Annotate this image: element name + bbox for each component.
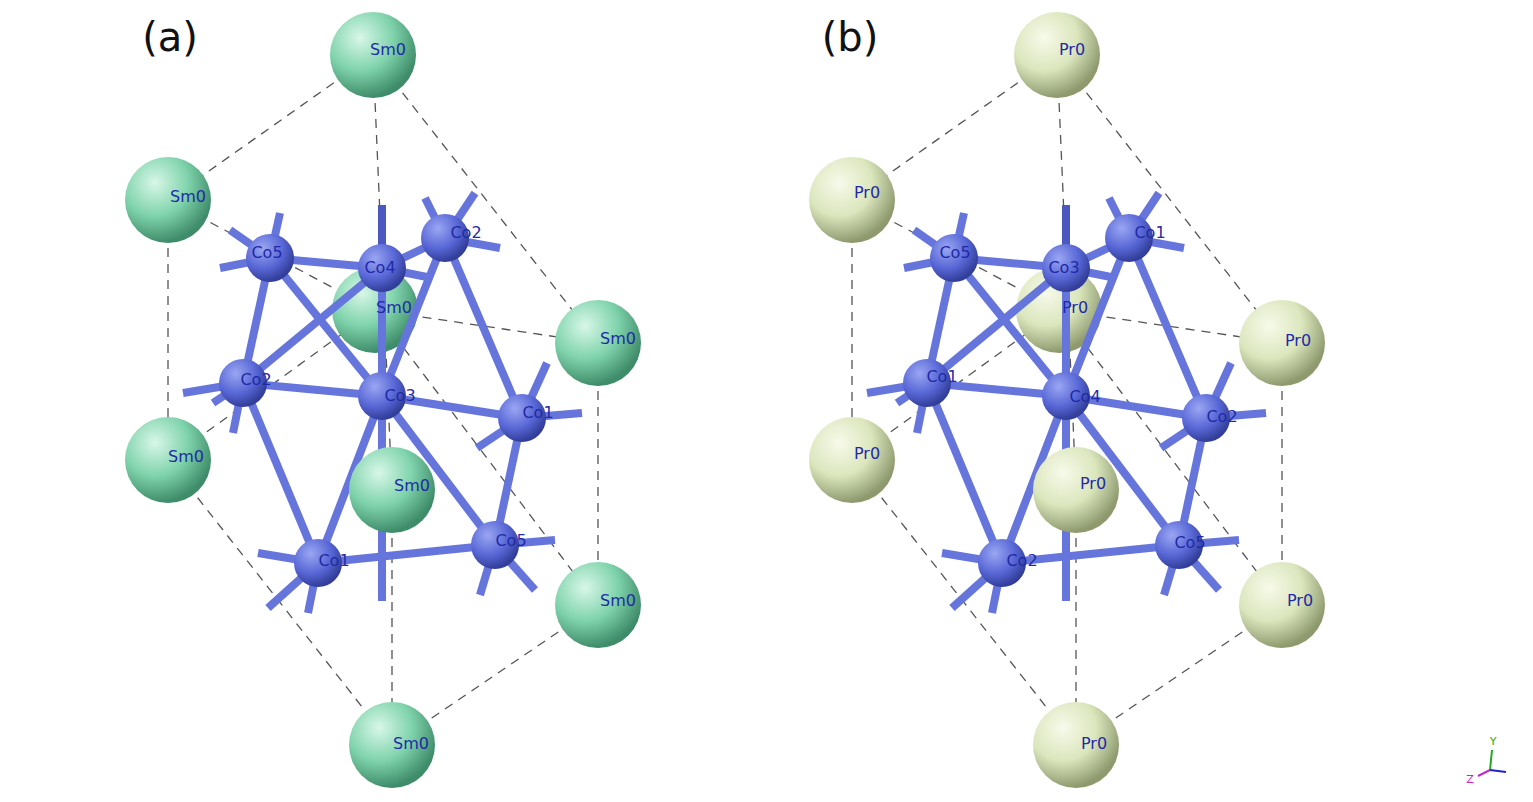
co-bond xyxy=(243,383,318,563)
atom-label: Co4 xyxy=(1069,389,1100,405)
rare-earth-atom xyxy=(349,702,435,788)
atom-label: Sm0 xyxy=(393,736,429,752)
atom-label: Co2 xyxy=(240,372,271,388)
atom-label: Co3 xyxy=(384,388,415,404)
atom-label: Co1 xyxy=(318,553,349,569)
rare-earth-atom xyxy=(1014,12,1100,98)
co-bond xyxy=(927,383,1002,563)
axis-label: Y xyxy=(1490,736,1497,747)
rare-earth-atom xyxy=(1239,562,1325,648)
atom-label: Pr0 xyxy=(1081,736,1107,752)
atom-label: Co2 xyxy=(450,225,481,241)
co-atom xyxy=(930,234,978,282)
rare-earth-atom xyxy=(1033,447,1119,533)
atom-label: Sm0 xyxy=(370,42,406,58)
atom-label: Co1 xyxy=(926,369,957,385)
rare-earth-atom xyxy=(349,447,435,533)
rare-earth-atom xyxy=(125,157,211,243)
rare-earth-atom xyxy=(125,417,211,503)
atom-label: Pr0 xyxy=(854,185,880,201)
atom-label: Sm0 xyxy=(170,189,206,205)
atom-label: Sm0 xyxy=(600,331,636,347)
co-atom xyxy=(1042,244,1090,292)
atom-label: Co5 xyxy=(495,533,526,549)
atom-label: Co1 xyxy=(522,405,553,421)
co-bond xyxy=(445,238,522,418)
co-atom xyxy=(246,234,294,282)
atom-label: Pr0 xyxy=(1080,476,1106,492)
co-atom xyxy=(358,244,406,292)
atom-label: Co4 xyxy=(364,260,395,276)
atom-label: Co5 xyxy=(251,245,282,261)
co-bond xyxy=(243,268,382,383)
co-bond xyxy=(1129,238,1206,418)
atom-label: Co1 xyxy=(1134,225,1165,241)
rare-earth-atom xyxy=(1033,702,1119,788)
atom-label: Sm0 xyxy=(168,449,204,465)
rare-earth-atom xyxy=(330,12,416,98)
atom-label: Sm0 xyxy=(394,478,430,494)
axis-triad xyxy=(1478,750,1506,776)
atom-label: Pr0 xyxy=(1059,42,1085,58)
atom-label: Pr0 xyxy=(854,446,880,462)
co-bond xyxy=(927,268,1066,383)
atom-label: Sm0 xyxy=(600,593,636,609)
rare-earth-atom xyxy=(1239,300,1325,386)
atom-label: Co5 xyxy=(1174,535,1205,551)
atom-label: Pr0 xyxy=(1062,300,1088,316)
atom-label: Co5 xyxy=(939,245,970,261)
unit-cell-edge xyxy=(373,55,598,343)
atom-label: Co3 xyxy=(1048,260,1079,276)
rare-earth-atom xyxy=(809,157,895,243)
panel-label: (a) xyxy=(142,17,198,57)
atom-label: Co2 xyxy=(1006,553,1037,569)
atom-label: Pr0 xyxy=(1287,593,1313,609)
axis-label: Z xyxy=(1466,774,1474,785)
rare-earth-atom xyxy=(555,300,641,386)
rare-earth-atom xyxy=(555,562,641,648)
panel-label: (b) xyxy=(822,17,879,57)
atom-label: Pr0 xyxy=(1285,333,1311,349)
rare-earth-atom xyxy=(809,417,895,503)
atom-label: Sm0 xyxy=(376,300,412,316)
atom-label: Co2 xyxy=(1206,409,1237,425)
